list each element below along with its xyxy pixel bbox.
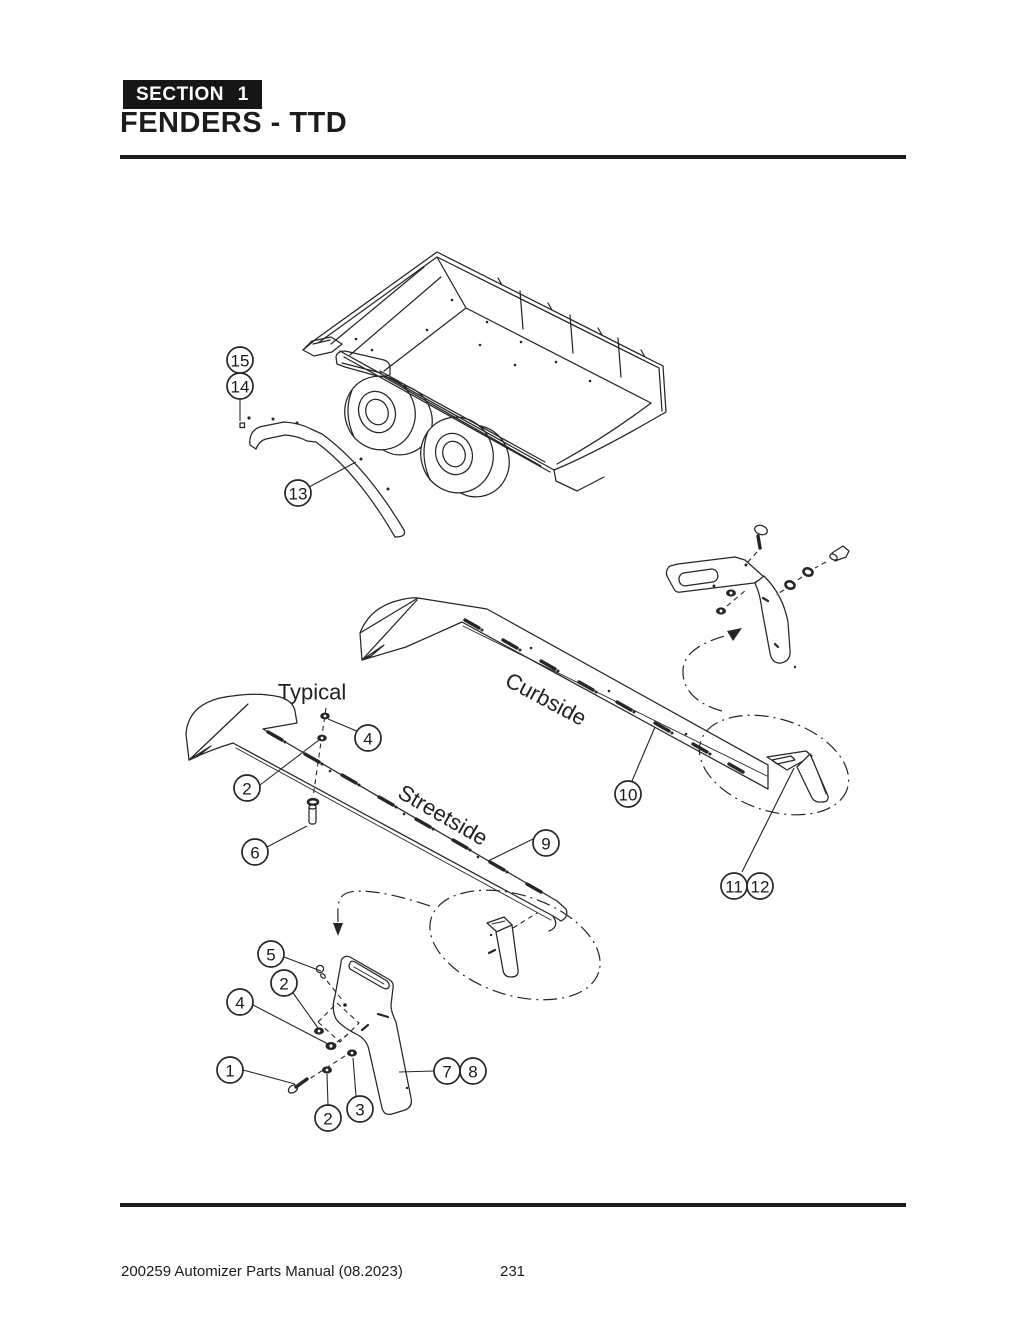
header-rule (120, 155, 906, 159)
svg-text:1: 1 (225, 1062, 234, 1081)
callout-4-typical: 4 (354, 724, 382, 752)
svg-text:6: 6 (250, 844, 259, 863)
section-badge: SECTION 1 (123, 80, 262, 109)
flange-nut-icon (726, 589, 736, 597)
mudflap-bracket-assembly (287, 955, 412, 1115)
svg-text:7: 7 (442, 1063, 451, 1082)
callout-10: 10 (614, 780, 642, 808)
callout-14: 14 (226, 372, 254, 400)
callout-7: 7 (433, 1057, 461, 1085)
svg-text:2: 2 (242, 780, 251, 799)
svg-text:4: 4 (363, 730, 372, 749)
svg-text:2: 2 (279, 975, 288, 994)
bolt-icon (308, 804, 317, 825)
callout-5: 5 (257, 940, 285, 968)
svg-text:9: 9 (541, 835, 550, 854)
flange-nut-icon (325, 1042, 337, 1050)
callout-12: 12 (746, 872, 774, 900)
installed-bracket (766, 750, 829, 803)
washer-icon (775, 579, 796, 596)
rivet-icon (239, 422, 246, 429)
washer-icon (322, 1066, 332, 1074)
section-badge-label: SECTION 1 (136, 83, 249, 105)
svg-text:5: 5 (266, 946, 275, 965)
pointer-arrow-icon (333, 923, 343, 936)
svg-text:11: 11 (725, 878, 743, 897)
trailer-illustration (302, 251, 667, 498)
footer-page-number: 231 (500, 1263, 526, 1280)
callout-4-lower: 4 (226, 988, 254, 1016)
svg-text:8: 8 (468, 1063, 477, 1082)
curbside-label: Curbside (501, 667, 590, 730)
typical-label: Typical (278, 680, 346, 705)
callouts: 15 14 13 4 2 6 (216, 346, 795, 1132)
exploded-bracket-detail (665, 524, 850, 712)
bolt-icon (814, 545, 850, 569)
fender-part-13 (239, 416, 406, 538)
mudflap-bracket (332, 955, 412, 1115)
svg-text:13: 13 (289, 485, 308, 504)
callout-2-lower: 2 (314, 1104, 342, 1132)
svg-text:12: 12 (751, 878, 770, 897)
footer-manual-title: 200259 Automizer Parts Manual (08.2023) (121, 1263, 403, 1280)
curbside-detail-ellipse (698, 714, 850, 816)
callout-8: 8 (459, 1057, 487, 1085)
callout-3: 3 (346, 1095, 374, 1123)
svg-text:2: 2 (323, 1110, 332, 1129)
streetside-detail-ellipse (333, 889, 601, 1001)
callout-2-upper: 2 (270, 969, 298, 997)
svg-text:3: 3 (355, 1101, 364, 1120)
pointer-arrow-icon (727, 628, 742, 641)
callout-11: 11 (720, 872, 748, 900)
callout-2-typical: 2 (233, 774, 261, 802)
carriage-bolt-icon (746, 524, 768, 564)
flange-nut-icon (716, 607, 726, 615)
callout-1: 1 (216, 1056, 244, 1084)
callout-9: 9 (532, 829, 560, 857)
curbside-fender: Curbside (359, 597, 769, 790)
flange-nut-icon (317, 734, 327, 742)
flange-nut-icon (320, 712, 330, 720)
callout-6: 6 (241, 838, 269, 866)
callout-15: 15 (226, 346, 254, 374)
bolt-icon (287, 1077, 309, 1094)
typical-fastener-stack: Typical (278, 680, 346, 825)
installed-mini-bracket (486, 912, 538, 978)
washer-icon (795, 566, 814, 582)
footer-rule (120, 1203, 906, 1207)
flange-nut-icon (347, 1049, 357, 1057)
svg-text:15: 15 (231, 352, 250, 371)
flange-nut-icon (314, 1027, 324, 1035)
svg-text:14: 14 (231, 378, 250, 397)
svg-text:4: 4 (235, 994, 244, 1013)
page-title: FENDERS - TTD (120, 107, 348, 139)
svg-text:10: 10 (619, 786, 638, 805)
callout-13: 13 (284, 479, 312, 507)
washer-icon (306, 797, 320, 807)
streetside-label: Streetside (394, 779, 492, 850)
